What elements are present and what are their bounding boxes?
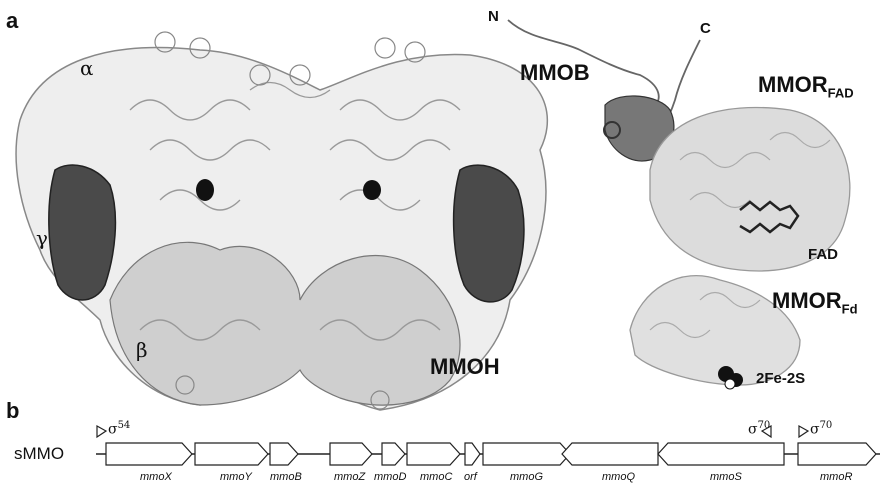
gene-label-mmoX: mmoX	[140, 471, 172, 483]
gene-label-mmoQ: mmoQ	[602, 471, 635, 483]
gene-label-mmoS: mmoS	[710, 471, 742, 483]
gene-label-mmoC: mmoC	[420, 471, 452, 483]
gene-label-mmoB: mmoB	[270, 471, 302, 483]
gene-label-mmoD: mmoD	[374, 471, 406, 483]
gene-label-mmoG: mmoG	[510, 471, 543, 483]
gene-label-mmoY: mmoY	[220, 471, 252, 483]
gene-label-mmoZ: mmoZ	[334, 471, 366, 483]
gene-label-orf: orf	[464, 471, 478, 483]
gene-label-mmoR: mmoR	[820, 471, 852, 483]
